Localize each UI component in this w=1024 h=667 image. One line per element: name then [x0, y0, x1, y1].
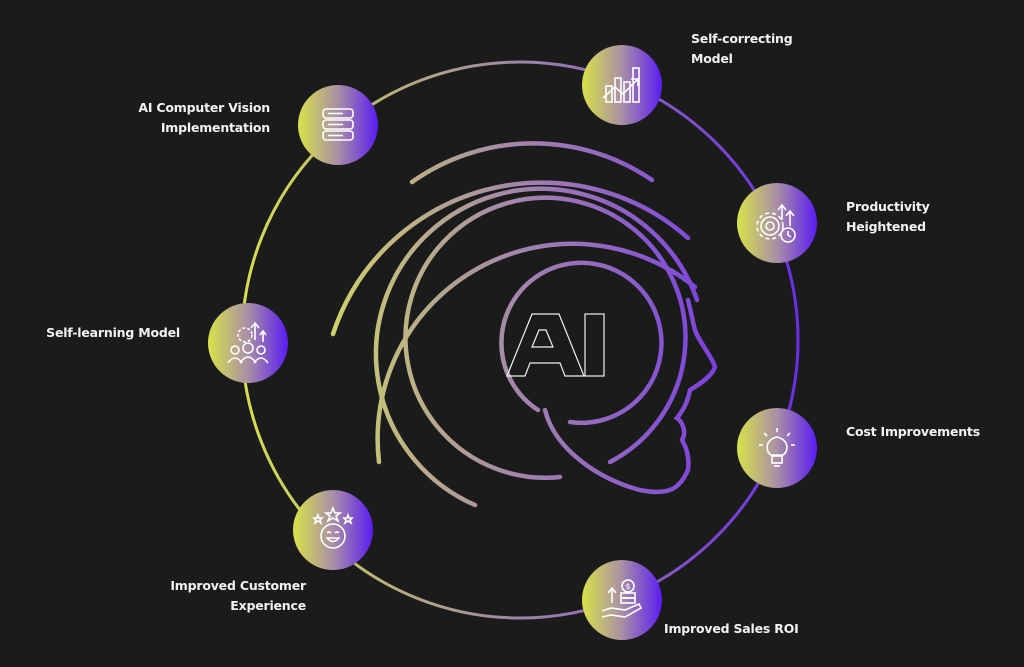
label-improved-sales-roi: Improved Sales ROI: [664, 619, 834, 639]
label-productivity-heightened: Productivity Heightened: [846, 197, 996, 237]
label-line: Improved Customer: [170, 578, 306, 593]
svg-text:$: $: [626, 582, 631, 591]
node-improved-sales-roi[interactable]: $: [582, 560, 662, 640]
node-cost-improvements[interactable]: [737, 408, 817, 488]
label-line: Implementation: [160, 120, 270, 135]
node-self-correcting-model[interactable]: [582, 45, 662, 125]
gear-clock-arrows-icon: [756, 203, 796, 243]
label-line: Self-correcting: [691, 31, 793, 46]
hand-coins-icon: $: [601, 579, 643, 618]
node-self-learning-model[interactable]: [208, 303, 288, 383]
label-ai-computer-vision: AI Computer Vision Implementation: [120, 98, 270, 138]
lightbulb-icon: [759, 428, 795, 467]
database-icon: [322, 108, 354, 141]
ai-logo: [506, 313, 605, 377]
label-line: Productivity: [846, 199, 930, 214]
head-spiral: [330, 141, 718, 508]
growth-chart-icon: [602, 67, 640, 103]
label-line: AI Computer Vision: [138, 100, 270, 115]
label-line: Experience: [230, 598, 306, 613]
node-productivity-heightened[interactable]: [737, 183, 817, 263]
label-self-learning-model: Self-learning Model: [20, 323, 180, 343]
label-line: Model: [691, 51, 733, 66]
node-improved-customer-experience[interactable]: [293, 490, 373, 570]
label-improved-customer-experience: Improved Customer Experience: [130, 576, 306, 616]
label-line: Cost Improvements: [846, 424, 980, 439]
node-ai-computer-vision[interactable]: [298, 85, 378, 165]
happy-face-stars-icon: [312, 505, 354, 549]
team-growth-icon: [227, 321, 269, 364]
label-cost-improvements: Cost Improvements: [846, 422, 1016, 442]
label-line: Improved Sales ROI: [664, 621, 799, 636]
label-line: Self-learning Model: [46, 325, 180, 340]
label-line: Heightened: [846, 219, 926, 234]
label-self-correcting-model: Self-correcting Model: [691, 29, 841, 69]
